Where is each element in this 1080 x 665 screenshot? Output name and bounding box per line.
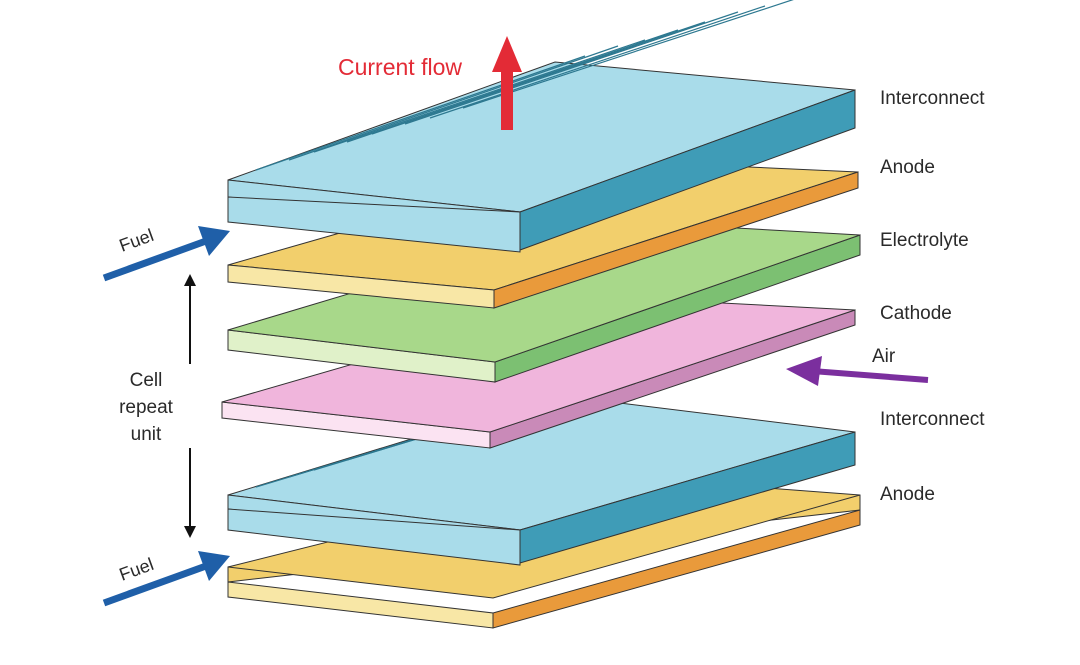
label-interconnect-bottom: Interconnect [880, 409, 985, 430]
interconnect-plate-top [227, 0, 856, 253]
cell-repeat-unit-line1: Cell [130, 370, 163, 391]
label-electrolyte: Electrolyte [880, 230, 969, 251]
fuel-arrow-bottom [102, 551, 230, 607]
label-anode-top: Anode [880, 157, 935, 178]
label-cathode: Cathode [880, 303, 952, 324]
cell-repeat-unit-line3: unit [131, 424, 162, 445]
label-interconnect-top: Interconnect [880, 88, 985, 109]
current-flow-arrow [492, 36, 522, 130]
air-arrow [786, 356, 929, 386]
fuel-arrow-top [102, 226, 230, 282]
fuel-label-top: Fuel [117, 225, 157, 256]
label-anode-bottom: Anode [880, 484, 935, 505]
current-flow-label: Current flow [338, 54, 462, 80]
fuel-label-bottom: Fuel [117, 554, 157, 585]
cell-repeat-unit-label-bg [120, 364, 200, 448]
cell-repeat-unit-line2: repeat [119, 397, 174, 418]
air-label: Air [872, 346, 896, 367]
